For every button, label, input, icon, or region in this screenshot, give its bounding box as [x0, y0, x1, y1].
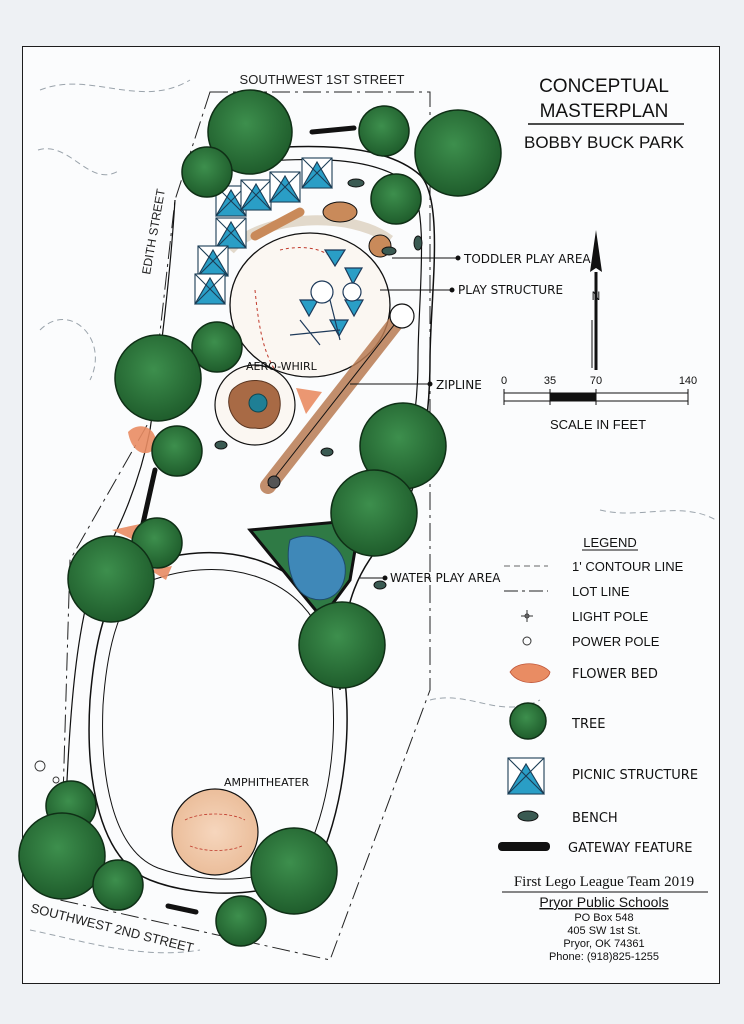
legend-label-tree: TREE [571, 717, 605, 732]
tree [250, 827, 338, 915]
tree [92, 859, 144, 911]
tree [330, 469, 418, 557]
picnic-structure [269, 171, 301, 203]
scale-tick-35: 35 [544, 375, 556, 387]
legend-label-gateway: GATEWAY FEATURE [568, 841, 693, 856]
scale-tick-140: 140 [679, 375, 697, 387]
title-line-1: CONCEPTUAL [539, 76, 669, 97]
gateway-features [139, 125, 357, 915]
scale-bar: 0 35 70 140 SCALE IN FEET [501, 375, 697, 432]
west-path [65, 199, 176, 801]
tree [191, 321, 243, 373]
credits-org: Pryor Public Schools [539, 894, 668, 910]
tree [151, 425, 203, 477]
legend: LEGEND 1' CONTOUR LINE LOT LINE LIGHT PO… [498, 535, 698, 856]
tree [207, 89, 293, 175]
callout-play-structure: PLAY STRUCTURE [458, 283, 563, 297]
poles [34, 760, 60, 784]
tree [215, 895, 267, 947]
legend-heading: LEGEND [583, 535, 636, 550]
callout-leaders [350, 255, 461, 581]
legend-label-power-pole: POWER POLE [572, 634, 660, 649]
legend-label-picnic: PICNIC STRUCTURE [572, 768, 698, 783]
picnic-structure [197, 245, 229, 277]
legend-symbol-gateway [498, 842, 550, 851]
tree [18, 812, 106, 900]
scale-tick-70: 70 [590, 375, 602, 387]
safety-stitch-left [254, 289, 276, 371]
picnic-structure [215, 217, 247, 249]
callout-amphitheater: AMPHITHEATER [224, 776, 309, 789]
amphitheater [171, 788, 259, 876]
tree [181, 146, 233, 198]
picnic-structure [301, 157, 333, 189]
callout-toddler: TODDLER PLAY AREA [463, 252, 591, 266]
lot-line [59, 91, 431, 961]
street-west: EDITH STREET [139, 187, 168, 275]
amphitheater-seating [184, 813, 246, 851]
play-structure [289, 249, 365, 346]
tree [67, 535, 155, 623]
legend-label-light-pole: LIGHT POLE [572, 609, 649, 624]
legend-label-lot: LOT LINE [572, 584, 630, 599]
tree [414, 109, 502, 197]
street-north: SOUTHWEST 1ST STREET [240, 72, 405, 87]
credits-block: First Lego League Team 2019 Pryor Public… [502, 874, 708, 963]
aero-whirl [214, 364, 296, 446]
zipline [260, 303, 415, 494]
title-line-2: MASTERPLAN [540, 101, 669, 122]
legend-symbol-picnic [507, 757, 545, 795]
picnic-structure [240, 179, 272, 211]
legend-label-bench: BENCH [572, 811, 618, 826]
callout-water-play: WATER PLAY AREA [390, 571, 501, 585]
callout-zipline: ZIPLINE [436, 378, 482, 392]
north-arrow: N [590, 230, 602, 370]
legend-symbol-light-pole [521, 610, 533, 622]
legend-symbol-tree [509, 702, 547, 740]
legend-symbol-bench [517, 810, 539, 822]
credits-address-2: 405 SW 1st St. [567, 925, 640, 937]
credits-address-3: Pryor, OK 74361 [563, 938, 644, 950]
tree [298, 601, 386, 689]
credits-phone: Phone: (918)825-1255 [549, 951, 659, 963]
legend-label-flower-bed: FLOWER BED [572, 667, 658, 682]
park-name: BOBBY BUCK PARK [524, 133, 685, 152]
tree [358, 105, 410, 157]
scale-tick-0: 0 [501, 375, 507, 387]
legend-symbol-power-pole [522, 636, 532, 646]
north-label: N [592, 289, 601, 303]
tree [114, 334, 202, 422]
callout-aero-whirl: AERO-WHIRL [246, 360, 318, 373]
trees [18, 89, 502, 947]
legend-symbol-flower-bed [509, 663, 551, 683]
scale-caption: SCALE IN FEET [550, 417, 646, 432]
credits-team: First Lego League Team 2019 [514, 874, 694, 890]
picnic-structure [194, 273, 226, 305]
picnic-structures [194, 157, 333, 305]
credits-address-1: PO Box 548 [574, 912, 633, 924]
tree [370, 173, 422, 225]
water-play-area [247, 518, 362, 621]
legend-label-contour: 1' CONTOUR LINE [572, 559, 684, 574]
